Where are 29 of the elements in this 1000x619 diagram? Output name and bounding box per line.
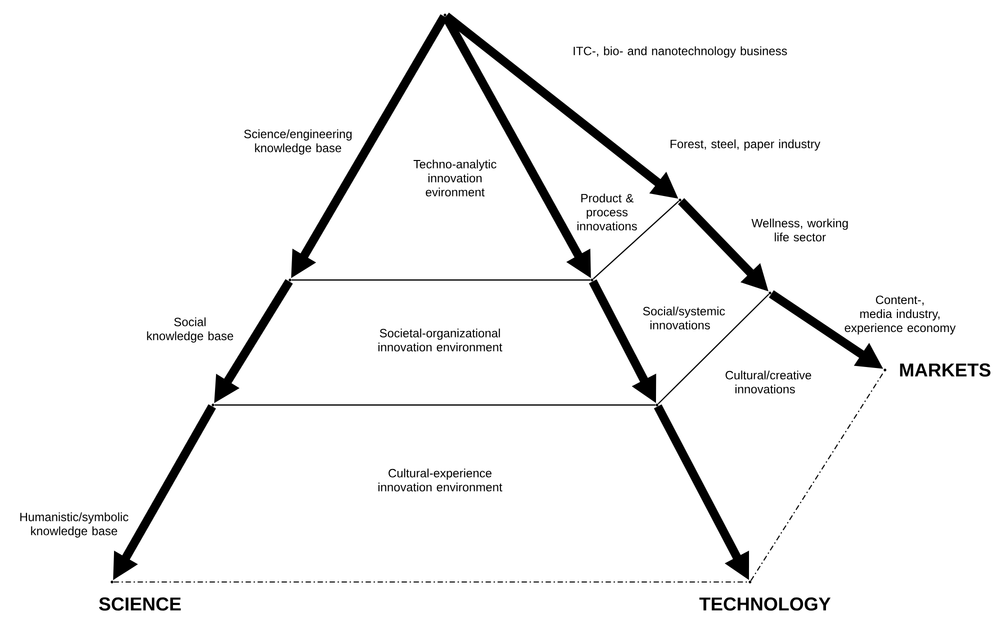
environment-label: Techno-analytic innovation evironment [414, 160, 496, 196]
sector-label: Wellness, working life sector [752, 218, 848, 242]
edge-label: Social knowledge base [147, 317, 234, 343]
connector-line [214, 404, 656, 406]
dash-dot-line [750, 371, 885, 581]
vertex-point [444, 14, 446, 16]
connector-line [592, 200, 680, 280]
vertex-point [768, 292, 772, 294]
innovation-label: Cultural/creative innovations [726, 370, 812, 394]
corner-label: MARKETS [900, 363, 990, 377]
vertex-point [590, 278, 594, 282]
dash-dot-line [114, 581, 748, 583]
edge-label: Humanistic/symbolic knowledge base [20, 512, 128, 538]
environment-label: Societal-organizational innovation environment [378, 328, 502, 352]
connector-line [658, 294, 770, 404]
vertex-point [212, 404, 214, 406]
environment-label: Cultural-experience innovation environment [378, 468, 502, 492]
sector-label: Content-, media industry, experience economy [844, 296, 956, 334]
corner-label: SCIENCE [99, 597, 181, 611]
innovation-label: Product & process innovations [577, 194, 637, 230]
sector-label: ITC-, bio- and nanotechnology business [574, 46, 787, 58]
vertex-point [288, 278, 292, 282]
sector-label: Forest, steel, paper industry [670, 139, 820, 151]
vertex-point [678, 198, 682, 202]
vertex-point [656, 404, 658, 406]
corner-label: TECHNOLOGY [699, 597, 831, 611]
connector-line [292, 279, 590, 281]
edge-label: Science/engineering knowledge base [244, 129, 352, 155]
innovation-label: Social/systemic innovations [643, 306, 725, 330]
